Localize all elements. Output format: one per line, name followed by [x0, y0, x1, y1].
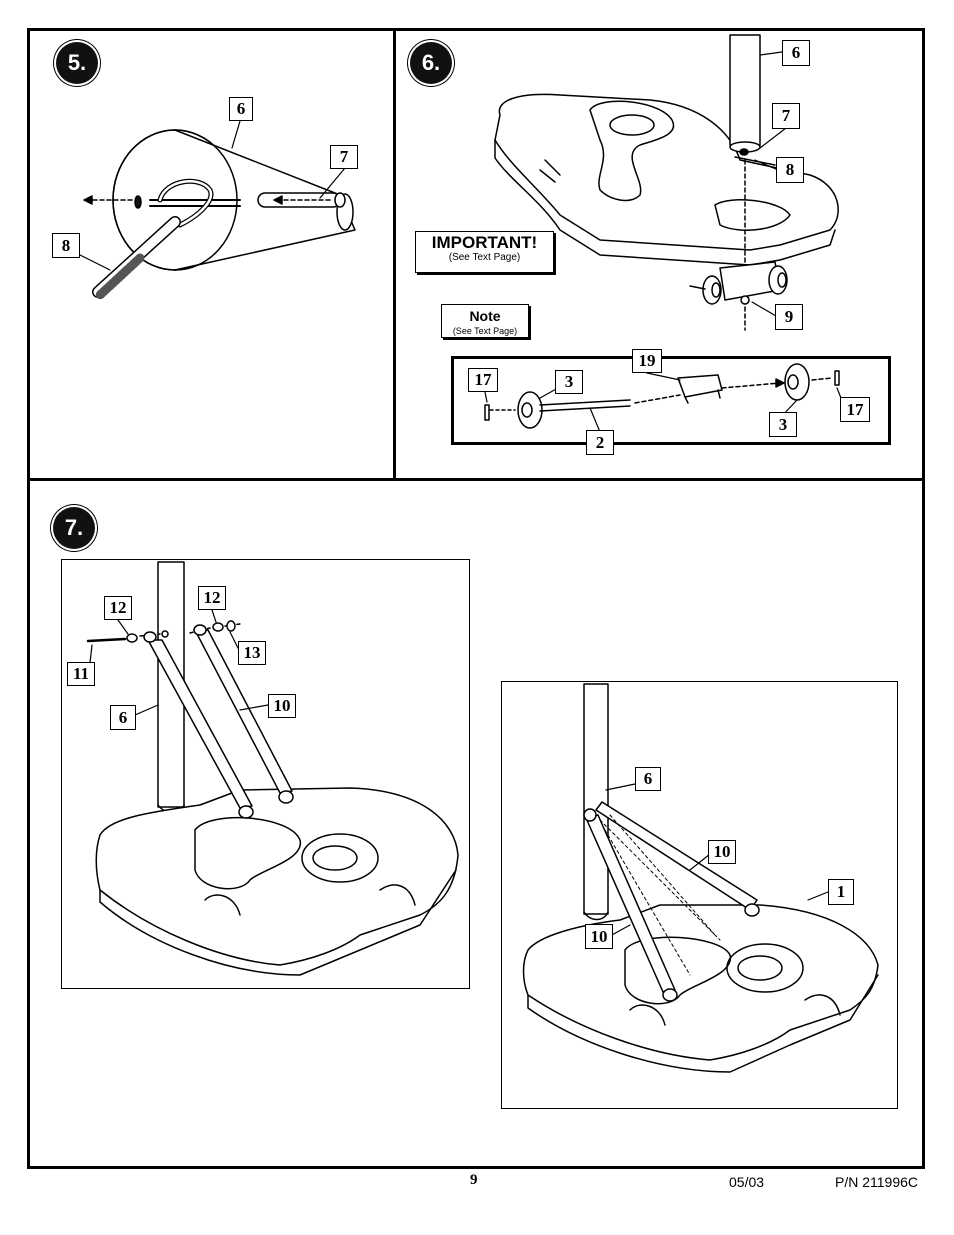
horizontal-divider — [27, 478, 925, 481]
step-7-badge: 7. — [53, 507, 95, 549]
vertical-divider — [393, 28, 396, 480]
callout-part-17: 17 — [468, 368, 498, 392]
callout-part-8: 8 — [776, 157, 804, 183]
important-title: IMPORTANT! — [431, 233, 538, 252]
callout-part-6: 6 — [635, 767, 661, 791]
callout-part-6: 6 — [782, 40, 810, 66]
callout-part-8: 8 — [52, 233, 80, 258]
callout-part-6: 6 — [229, 97, 253, 121]
step6-base-illustration — [494, 34, 839, 331]
callout-part-6: 6 — [110, 705, 136, 730]
callout-part-10: 10 — [268, 694, 296, 718]
callout-part-17: 17 — [840, 397, 870, 422]
callout-part-19: 19 — [632, 349, 662, 373]
step7-right-illustration — [522, 683, 879, 1073]
callout-part-10: 10 — [708, 840, 736, 864]
note-title: Note — [469, 308, 501, 324]
callout-part-11: 11 — [67, 662, 95, 686]
step-6-badge: 6. — [410, 42, 452, 84]
callout-part-9: 9 — [775, 304, 803, 330]
callout-part-12: 12 — [198, 586, 226, 610]
callout-part-12: 12 — [104, 596, 132, 620]
note-subtitle: (See Text Page) — [452, 326, 518, 336]
callout-part-10: 10 — [585, 924, 613, 949]
step-5-number: 5. — [67, 50, 87, 75]
callout-part-3: 3 — [555, 370, 583, 394]
callout-part-3: 3 — [769, 412, 797, 437]
note-notice: Note (See Text Page) — [441, 304, 529, 338]
callout-part-7: 7 — [330, 145, 358, 169]
step-7-number: 7. — [64, 515, 84, 540]
callout-part-2: 2 — [586, 430, 614, 455]
revision-date: 05/03 — [729, 1174, 765, 1190]
callout-leader-lines — [79, 51, 846, 937]
step6-axle-inset-illustration — [484, 363, 840, 429]
step7-left-illustration — [86, 561, 459, 976]
step7-left-panel — [61, 559, 470, 989]
important-subtitle: (See Text Page) — [448, 252, 521, 263]
page-frame — [27, 28, 925, 1169]
step6-axle-inset-panel — [451, 356, 891, 445]
step5-tube-illustration — [83, 129, 356, 300]
step7-right-panel — [501, 681, 898, 1109]
step-5-badge: 5. — [56, 42, 98, 84]
callout-part-1: 1 — [828, 879, 854, 905]
page-number: 9 — [470, 1172, 478, 1188]
callout-part-13: 13 — [238, 641, 266, 665]
part-number: P/N 211996C — [835, 1174, 919, 1190]
callout-part-7: 7 — [772, 103, 800, 129]
step-6-number: 6. — [421, 50, 441, 75]
important-notice: IMPORTANT! (See Text Page) — [415, 231, 554, 273]
